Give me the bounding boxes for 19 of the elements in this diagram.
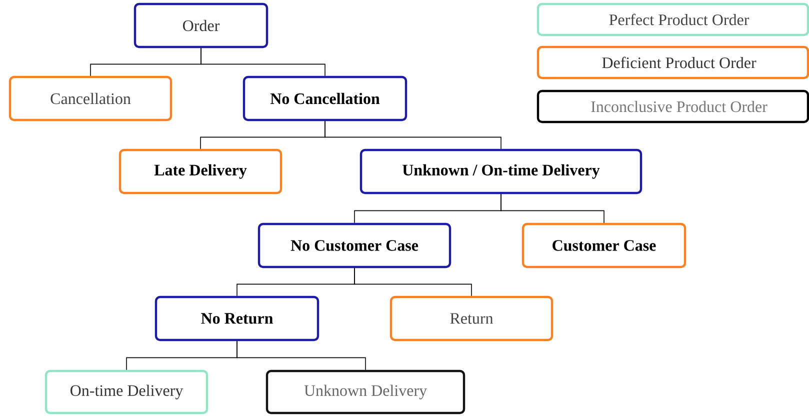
category-box: Cancellation [8, 76, 172, 122]
legend-item: Deficient Product Order [536, 46, 809, 80]
category-box: Unknown Delivery [266, 370, 466, 414]
category-box: Late Delivery [118, 148, 282, 194]
tree-connector [354, 268, 472, 296]
legend-item: Perfect Product Order [536, 2, 809, 36]
category-box: Return [390, 296, 554, 342]
tree-connector [324, 120, 502, 150]
category-box: No Cancellation [242, 76, 408, 122]
legend-item: Inconclusive Product Order [536, 90, 809, 124]
category-box: Customer Case [522, 222, 686, 268]
category-box: On-time Delivery [44, 370, 208, 414]
category-box: Unknown / On-time Delivery [360, 148, 642, 194]
tree-connector [500, 194, 604, 224]
tree-connector [200, 48, 326, 76]
category-box: No Return [154, 296, 320, 342]
category-box: Order [134, 2, 268, 48]
tree-connector [236, 340, 366, 370]
category-box: No Customer Case [258, 222, 452, 268]
